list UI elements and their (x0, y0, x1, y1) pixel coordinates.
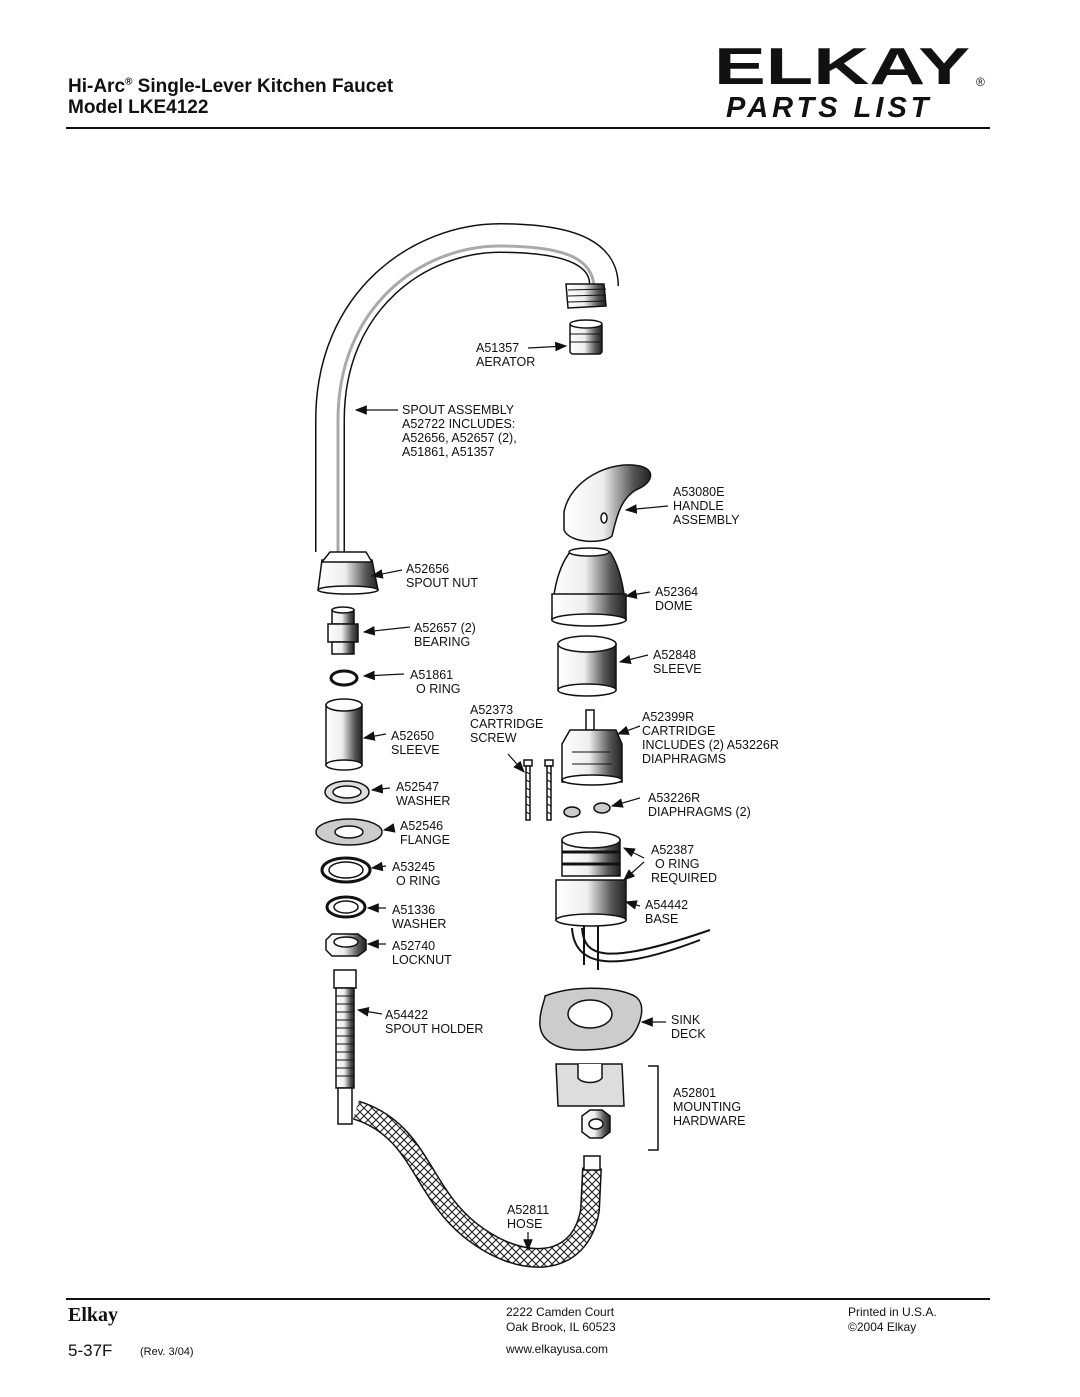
spout-holder-part (333, 969, 357, 1125)
header-rule (66, 127, 990, 129)
elkay-logo: ELKAY ® (714, 44, 985, 90)
address-line-2: Oak Brook, IL 60523 (506, 1320, 616, 1334)
revision-date: (Rev. 3/04) (140, 1346, 194, 1358)
footer-rule (66, 1298, 990, 1300)
model-number: Model LKE4122 (68, 97, 209, 118)
bearing-part (327, 606, 359, 655)
leader-arrows (354, 341, 669, 1252)
copyright: ©2004 Elkay (848, 1320, 917, 1334)
document-code: 5-37F (68, 1341, 113, 1360)
sleeve-a52848-part (557, 635, 617, 697)
product-name: Single-Lever Kitchen Faucet (137, 76, 394, 97)
logo-wordmark: ELKAY (714, 44, 970, 90)
footer-brand: Elkay (68, 1304, 119, 1326)
o-ring-a51861-part (329, 669, 359, 687)
base-part (555, 831, 711, 970)
series-name: Hi-Arc (68, 76, 126, 97)
locknut-part (325, 933, 367, 957)
product-title: Hi-Arc® Single-Lever Kitchen Faucet (68, 76, 393, 98)
footer-print-info: Printed in U.S.A. ©2004 Elkay (848, 1305, 937, 1335)
sleeve-a52650-part (325, 698, 363, 771)
washer-a52547-part (324, 780, 370, 804)
mounting-hardware-part (555, 1063, 659, 1151)
parts-list-heading: PARTS LIST (726, 92, 933, 124)
dome-part (551, 547, 627, 627)
handle-assembly-part (563, 464, 652, 543)
o-ring-a53245-part (320, 856, 372, 884)
registered-mark: ® (125, 76, 133, 88)
washer-a51336-part (325, 895, 367, 919)
flange-part (315, 818, 383, 846)
footer-website: www.elkayusa.com (506, 1342, 609, 1356)
sink-deck-part (539, 987, 643, 1051)
diaphragms-part (563, 802, 611, 818)
spout-assembly (315, 222, 619, 595)
address-line-1: 2222 Camden Court (506, 1305, 615, 1319)
footer-address: 2222 Camden Court Oak Brook, IL 60523 (506, 1305, 616, 1335)
logo-registered: ® (976, 75, 985, 89)
printed-in: Printed in U.S.A. (848, 1305, 937, 1319)
cartridge-part (561, 709, 623, 786)
aerator-part (569, 319, 603, 355)
cartridge-screws-part (523, 759, 554, 821)
label-bearing: A52657 (2)BEARING (414, 621, 476, 649)
